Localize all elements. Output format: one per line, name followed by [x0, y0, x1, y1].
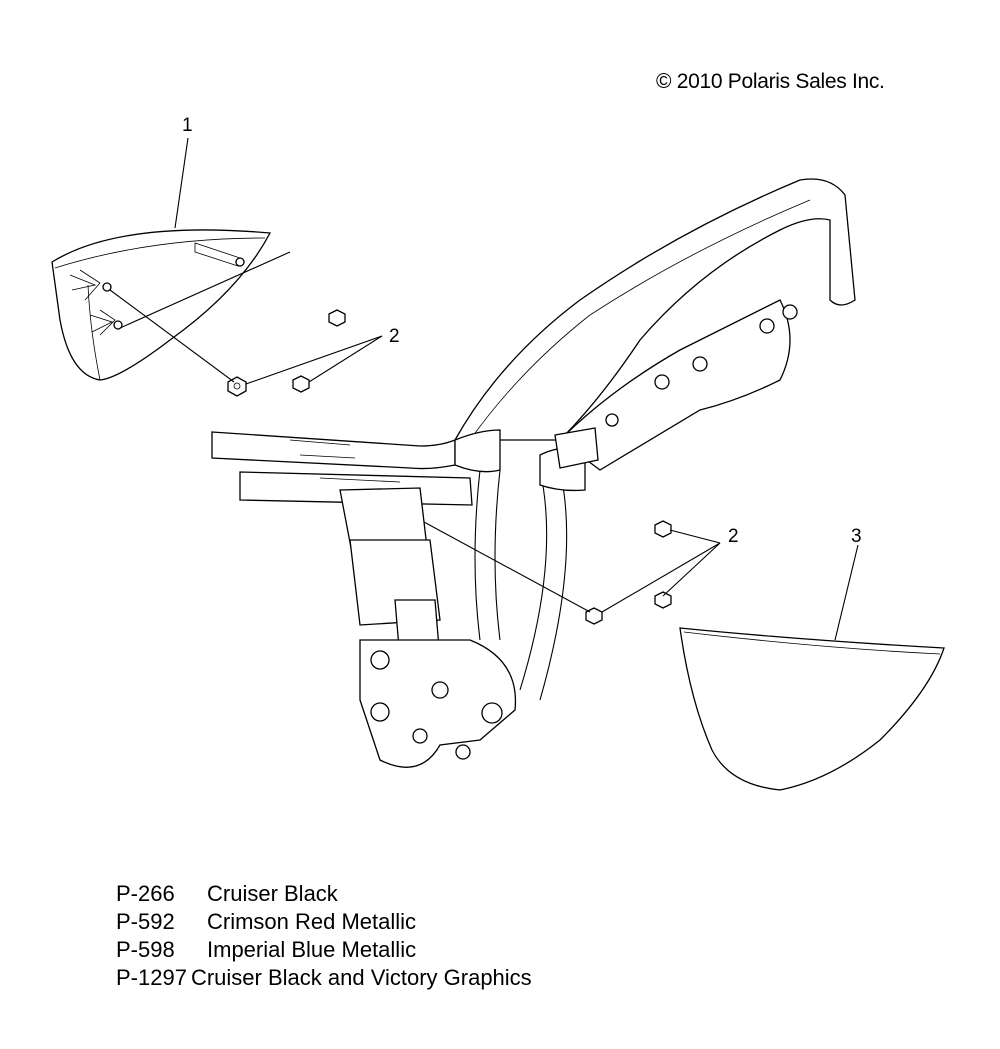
callout-part-2-lower: 2 [728, 526, 739, 547]
motorcycle-frame [211, 178, 856, 768]
legend-row: P-592 Crimson Red Metallic [116, 908, 532, 936]
color-code: P-598 [116, 937, 175, 962]
callout-part-1: 1 [182, 115, 193, 136]
leader-line-1 [174, 137, 189, 229]
legend-row: P-266 Cruiser Black [116, 880, 532, 908]
legend-row: P-1297 Cruiser Black and Victory Graphic… [116, 964, 532, 992]
callout-part-3: 3 [851, 526, 862, 547]
color-code-legend: P-266 Cruiser Black P-592 Crimson Red Me… [116, 880, 532, 992]
fasteners-lower [423, 520, 721, 625]
leader-line-3 [834, 544, 859, 641]
copyright-notice: © 2010 Polaris Sales Inc. [656, 70, 885, 93]
color-name: Cruiser Black and Victory Graphics [190, 965, 532, 990]
color-code: P-592 [116, 909, 175, 934]
color-code: P-266 [116, 881, 175, 906]
callout-part-2-upper: 2 [389, 326, 400, 347]
side-cover-right [679, 627, 945, 791]
side-cover-left [51, 229, 272, 381]
color-name: Crimson Red Metallic [207, 909, 417, 934]
color-name: Cruiser Black [207, 881, 338, 906]
color-name: Imperial Blue Metallic [207, 937, 417, 962]
color-code: P-1297 [116, 965, 187, 990]
legend-row: P-598 Imperial Blue Metallic [116, 936, 532, 964]
fasteners-upper [109, 251, 383, 397]
